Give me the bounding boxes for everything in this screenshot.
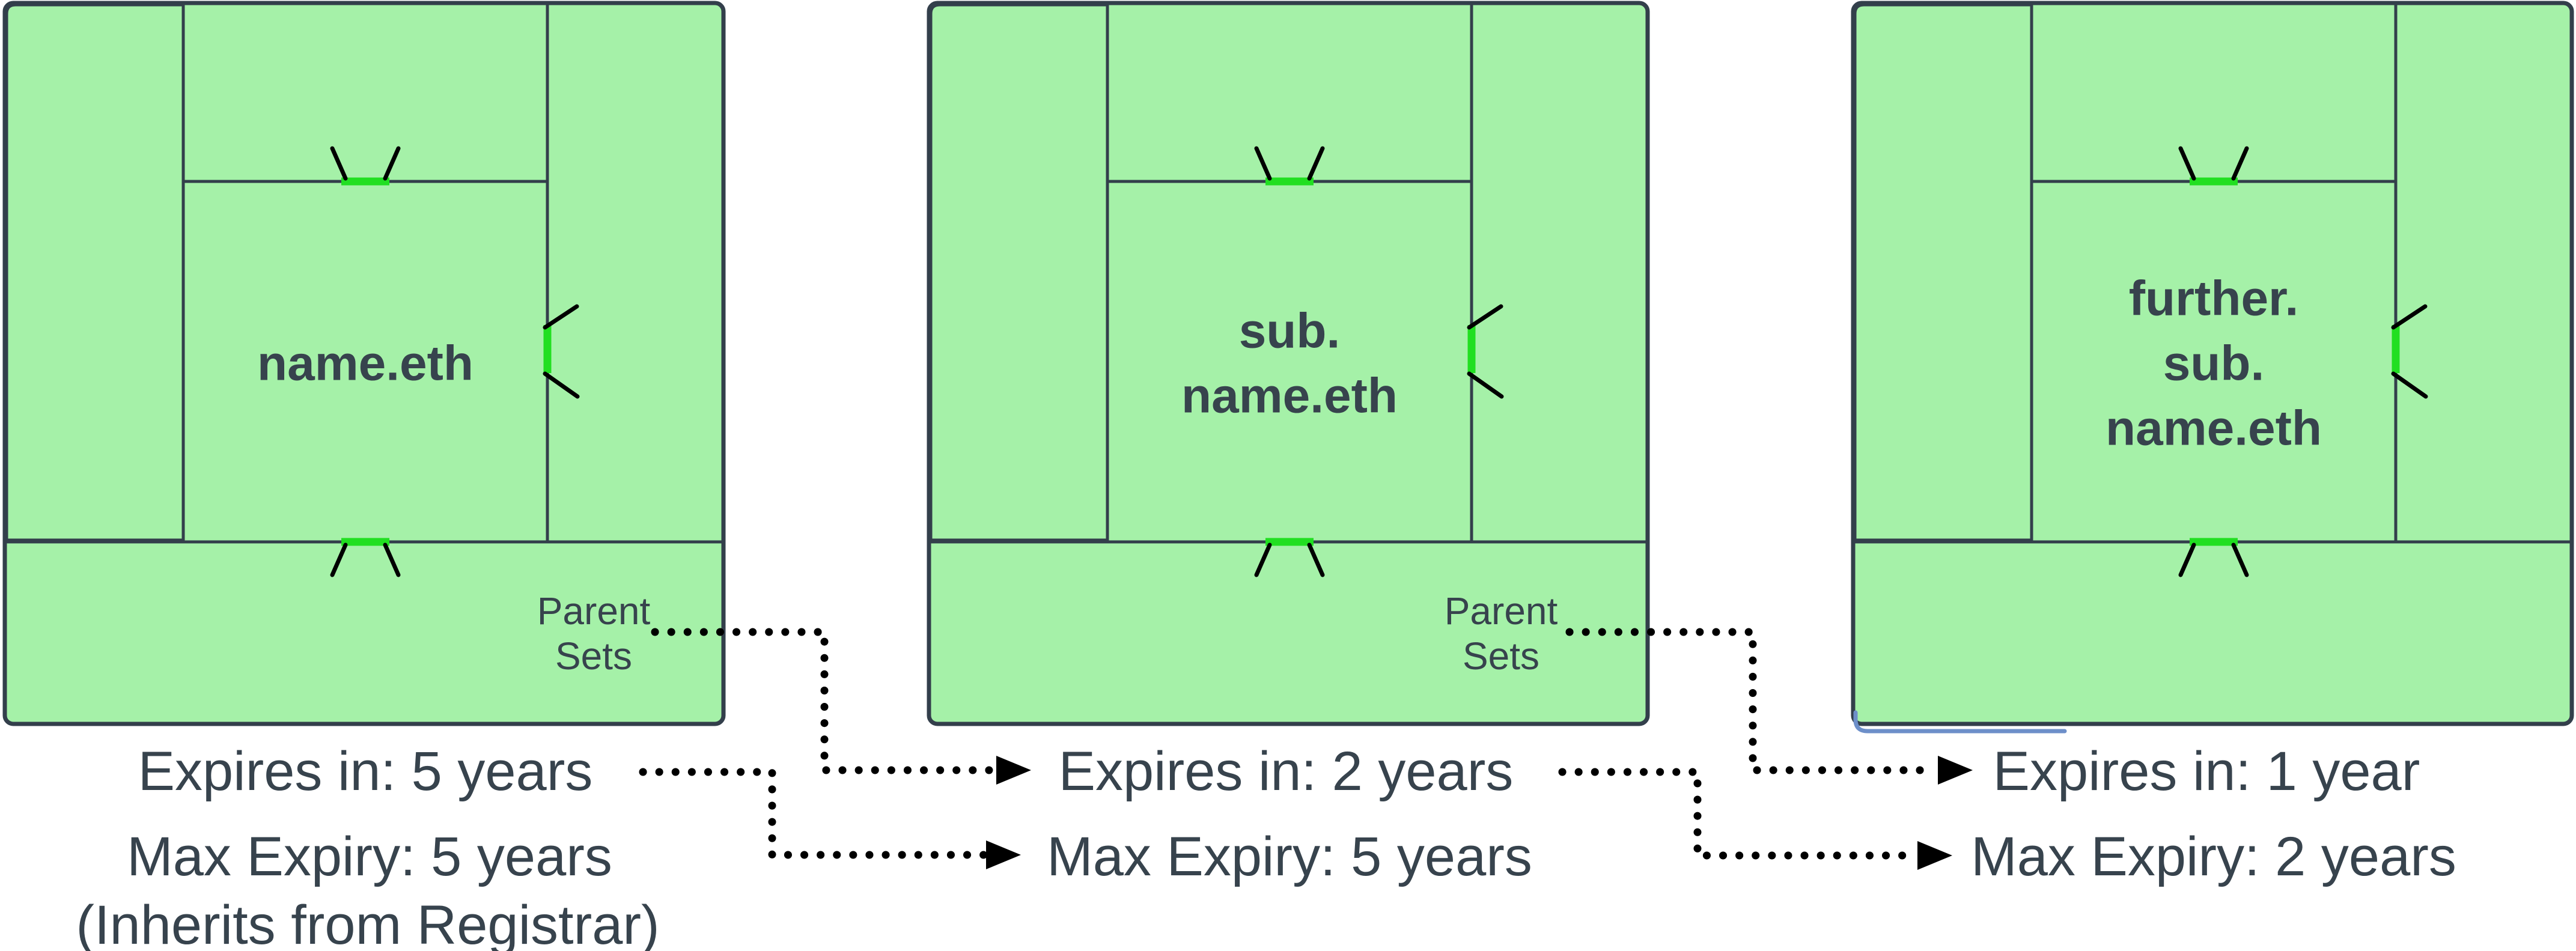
tick-mark: [383, 146, 401, 181]
max-expiry-label-sub-name-eth: Max Expiry: 5 years: [1047, 826, 1532, 887]
tick-mark: [330, 542, 348, 577]
tick-mark: [543, 371, 580, 399]
elapsed-time-region: [1853, 3, 2033, 542]
tick-mark: [2231, 542, 2249, 577]
name-label: sub.: [2163, 336, 2265, 391]
elapsed-time-region: [5, 3, 185, 542]
max-expiry-label-name-eth: Max Expiry: 5 years: [127, 826, 612, 887]
arrowhead-icon: [996, 756, 1031, 785]
tick-mark: [1254, 146, 1272, 181]
name-label: further.: [2129, 272, 2298, 326]
parent-sets-label: Parent: [537, 589, 651, 633]
name-label: name.eth: [257, 336, 473, 391]
tick-mark: [2391, 304, 2428, 330]
diagram-name-eth: name.eth Parent Sets: [2, 1, 726, 726]
arrowhead-icon: [986, 840, 1021, 869]
tick-mark: [330, 146, 348, 181]
tick-mark: [1254, 542, 1272, 577]
parent-sets-label: Sets: [1463, 634, 1539, 678]
tick-mark: [2231, 146, 2249, 181]
expires-label-further-sub-name-eth: Expires in: 1 year: [1993, 741, 2420, 802]
name-label: name.eth: [2106, 401, 2322, 456]
expires-label-sub-name-eth: Expires in: 2 years: [1059, 741, 1514, 802]
tick-mark: [1307, 146, 1325, 181]
dotted-connector-expires-2-to-max-3: [1558, 768, 1920, 860]
name-label: sub.: [1239, 304, 1341, 359]
arrowhead-icon: [1917, 841, 1952, 870]
parent-sets-label: Sets: [555, 634, 632, 678]
parent-sets-label: Parent: [1445, 589, 1558, 633]
tick-mark: [2391, 371, 2428, 399]
hidden-box-edge: [1853, 710, 2067, 734]
diagram-further-sub-name-eth: further. sub. name.eth: [1851, 1, 2574, 726]
tick-mark: [1307, 542, 1325, 577]
expires-label-name-eth: Expires in: 5 years: [138, 741, 593, 802]
tick-mark: [543, 304, 579, 330]
inherits-note-label: (Inherits from Registrar): [76, 895, 659, 951]
arrowhead-icon: [1938, 756, 1973, 785]
diagram-sub-name-eth: sub. name.eth Parent Sets: [927, 1, 1650, 726]
elapsed-time-region: [929, 3, 1109, 542]
tick-mark: [2178, 542, 2196, 577]
tick-mark: [2178, 146, 2196, 181]
dotted-connector-parent-sets-1-to-expires-2: [651, 628, 999, 774]
max-expiry-label-further-sub-name-eth: Max Expiry: 2 years: [1971, 826, 2456, 887]
tick-mark: [1467, 371, 1504, 399]
tick-mark: [383, 542, 401, 577]
dotted-connector-expires-1-to-max-2: [639, 768, 988, 859]
name-label: name.eth: [1181, 369, 1398, 424]
tick-mark: [1467, 304, 1503, 330]
